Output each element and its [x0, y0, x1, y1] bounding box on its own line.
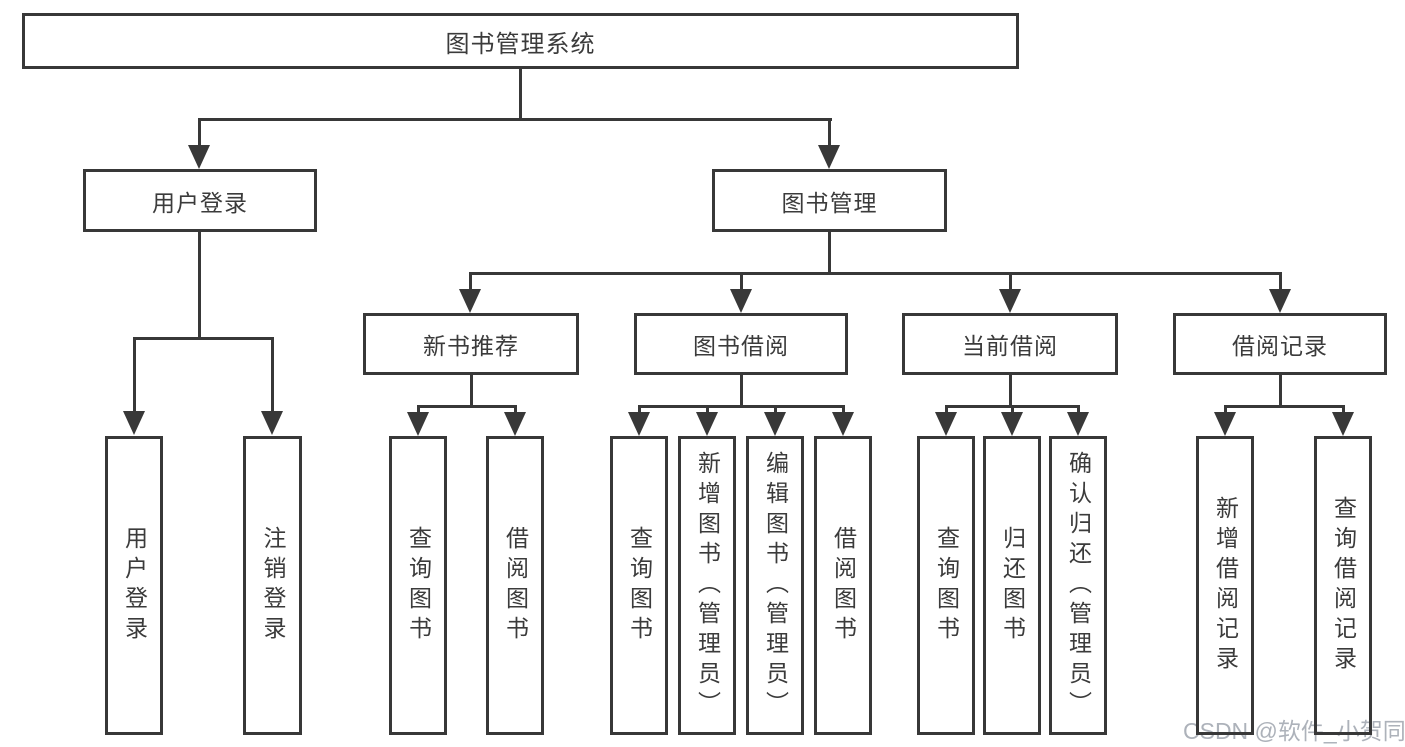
node-book-borrow: 图书借阅: [634, 313, 848, 375]
arrowhead-bookborrow-borrow: [832, 412, 854, 436]
node-new-books: 新书推荐: [363, 313, 579, 375]
connector-newbooks-bar: [417, 405, 517, 408]
node-current-borrow-label: 当前借阅: [962, 333, 1058, 359]
leaf-bookborrow-add: 新增图书（管理员）: [678, 436, 736, 735]
connector-currentborrow-stem: [1009, 375, 1012, 405]
watermark: CSDN @软件_小贺同学: [1183, 718, 1405, 744]
connector-records-bar: [1224, 405, 1345, 408]
arrowhead-bookborrow-edit: [764, 412, 786, 436]
connector-login-bar: [133, 337, 274, 340]
node-new-books-label: 新书推荐: [423, 333, 519, 359]
leaf-bookborrow-query-label: 查询图书: [626, 525, 653, 646]
node-root: 图书管理系统: [22, 13, 1019, 69]
arrowhead-newbooks-query: [407, 412, 429, 436]
arrowhead-records-query: [1332, 412, 1354, 436]
leaf-records-add: 新增借阅记录: [1196, 436, 1254, 735]
connector-bookborrow-bar: [638, 405, 845, 408]
arrowhead-bookborrow-add: [696, 412, 718, 436]
leaf-bookborrow-add-label: 新增图书（管理员）: [694, 450, 721, 721]
leaf-logout: 注销登录: [243, 436, 302, 735]
connector-login-drop-2: [271, 337, 274, 413]
connector-root-stem: [519, 69, 522, 118]
connector-newbooks-drop-1: [417, 405, 420, 415]
connector-bookborrow-drop-1: [638, 405, 641, 415]
connector-currentborrow-drop-1: [945, 405, 948, 415]
node-user-login: 用户登录: [83, 169, 317, 232]
arrowhead-new-books: [459, 289, 481, 313]
node-current-borrow: 当前借阅: [902, 313, 1118, 375]
leaf-bookborrow-query: 查询图书: [610, 436, 668, 735]
leaf-currentborrow-confirm-label: 确认归还（管理员）: [1065, 450, 1092, 721]
leaf-currentborrow-query: 查询图书: [917, 436, 975, 735]
arrowhead-login: [123, 411, 145, 435]
arrowhead-logout: [261, 411, 283, 435]
node-book-management-label: 图书管理: [781, 189, 878, 216]
connector-currentborrow-drop-3: [1077, 405, 1080, 415]
leaf-user-login-label: 用户登录: [121, 525, 148, 646]
arrowhead-records-add: [1214, 412, 1236, 436]
connector-bookborrow-drop-3: [774, 405, 777, 415]
connector-records-drop-1: [1224, 405, 1227, 415]
connector-mgmt-drop-3: [1009, 272, 1012, 292]
connector-bookborrow-drop-4: [842, 405, 845, 415]
connector-bookborrow-drop-2: [706, 405, 709, 415]
node-borrow-records-label: 借阅记录: [1232, 333, 1328, 359]
arrowhead-currentborrow-query: [935, 412, 957, 436]
leaf-records-query: 查询借阅记录: [1314, 436, 1372, 735]
leaf-currentborrow-confirm: 确认归还（管理员）: [1049, 436, 1107, 735]
connector-mgmt-stem: [828, 232, 831, 272]
arrowhead-currentborrow-confirm: [1067, 412, 1089, 436]
arrowhead-book-management: [818, 145, 840, 169]
leaf-currentborrow-return-label: 归还图书: [999, 525, 1026, 646]
arrowhead-user-login: [188, 145, 210, 169]
leaf-currentborrow-return: 归还图书: [983, 436, 1041, 735]
leaf-newbooks-borrow: 借阅图书: [486, 436, 544, 735]
connector-records-stem: [1279, 375, 1282, 405]
node-borrow-records: 借阅记录: [1173, 313, 1387, 375]
arrowhead-newbooks-borrow: [504, 412, 526, 436]
connector-bookborrow-stem: [740, 375, 743, 405]
leaf-logout-label: 注销登录: [260, 525, 286, 646]
arrowhead-borrow-records: [1269, 289, 1291, 313]
connector-login-drop-1: [133, 337, 136, 413]
leaf-bookborrow-edit: 编辑图书（管理员）: [746, 436, 804, 735]
leaf-newbooks-query-label: 查询图书: [405, 525, 432, 646]
connector-root-drop-left: [198, 118, 201, 148]
connector-newbooks-stem: [470, 375, 473, 405]
arrowhead-current-borrow: [999, 289, 1021, 313]
arrowhead-bookborrow-query: [628, 412, 650, 436]
leaf-user-login: 用户登录: [105, 436, 163, 735]
connector-root-drop-right: [828, 118, 831, 148]
connector-mgmt-drop-1: [469, 272, 472, 292]
leaf-bookborrow-borrow: 借阅图书: [814, 436, 872, 735]
connector-mgmt-drop-2: [740, 272, 743, 292]
leaf-bookborrow-borrow-label: 借阅图书: [830, 525, 857, 646]
arrowhead-currentborrow-return: [1001, 412, 1023, 436]
leaf-records-add-label: 新增借阅记录: [1212, 495, 1239, 676]
connector-newbooks-drop-2: [514, 405, 517, 415]
connector-records-drop-2: [1342, 405, 1345, 415]
connector-mgmt-drop-4: [1279, 272, 1282, 292]
connector-root-bar: [198, 118, 832, 121]
node-book-management: 图书管理: [712, 169, 947, 232]
connector-mgmt-bar: [469, 272, 1282, 275]
node-user-login-label: 用户登录: [152, 189, 248, 216]
connector-login-stem: [198, 232, 201, 337]
leaf-currentborrow-query-label: 查询图书: [933, 525, 960, 646]
node-book-borrow-label: 图书借阅: [693, 333, 789, 359]
node-root-label: 图书管理系统: [445, 30, 596, 58]
connector-currentborrow-drop-2: [1011, 405, 1014, 415]
leaf-newbooks-borrow-label: 借阅图书: [502, 525, 529, 646]
leaf-records-query-label: 查询借阅记录: [1330, 495, 1357, 676]
arrowhead-book-borrow: [730, 289, 752, 313]
leaf-bookborrow-edit-label: 编辑图书（管理员）: [762, 450, 789, 721]
leaf-newbooks-query: 查询图书: [389, 436, 447, 735]
